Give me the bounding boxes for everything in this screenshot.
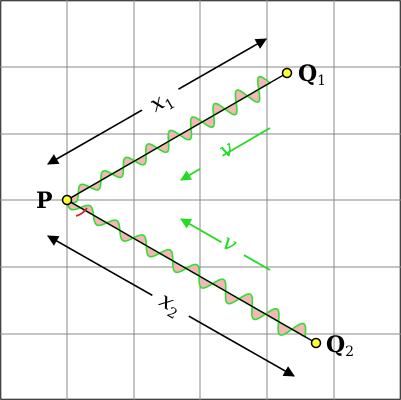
- velocity-label-lower: v: [218, 230, 242, 258]
- label-P: P: [36, 188, 53, 214]
- velocity-arrow-upper: [180, 127, 271, 181]
- label-Q2: Q2: [326, 332, 354, 360]
- label-Q1: Q1: [298, 61, 326, 89]
- point-Q1: [281, 67, 293, 79]
- angle-mark: [75, 207, 88, 217]
- x2-label-bg: [145, 281, 197, 329]
- velocity-label-upper: v: [215, 136, 239, 164]
- velocity-lower: v: [180, 218, 271, 271]
- point-P: [61, 194, 73, 206]
- velocity-arrow-lower: [180, 218, 271, 271]
- velocity-upper: v: [180, 127, 271, 181]
- point-Q2: [310, 337, 322, 349]
- line-P-Q2: [66, 199, 317, 344]
- x1-label-bg: [135, 77, 187, 125]
